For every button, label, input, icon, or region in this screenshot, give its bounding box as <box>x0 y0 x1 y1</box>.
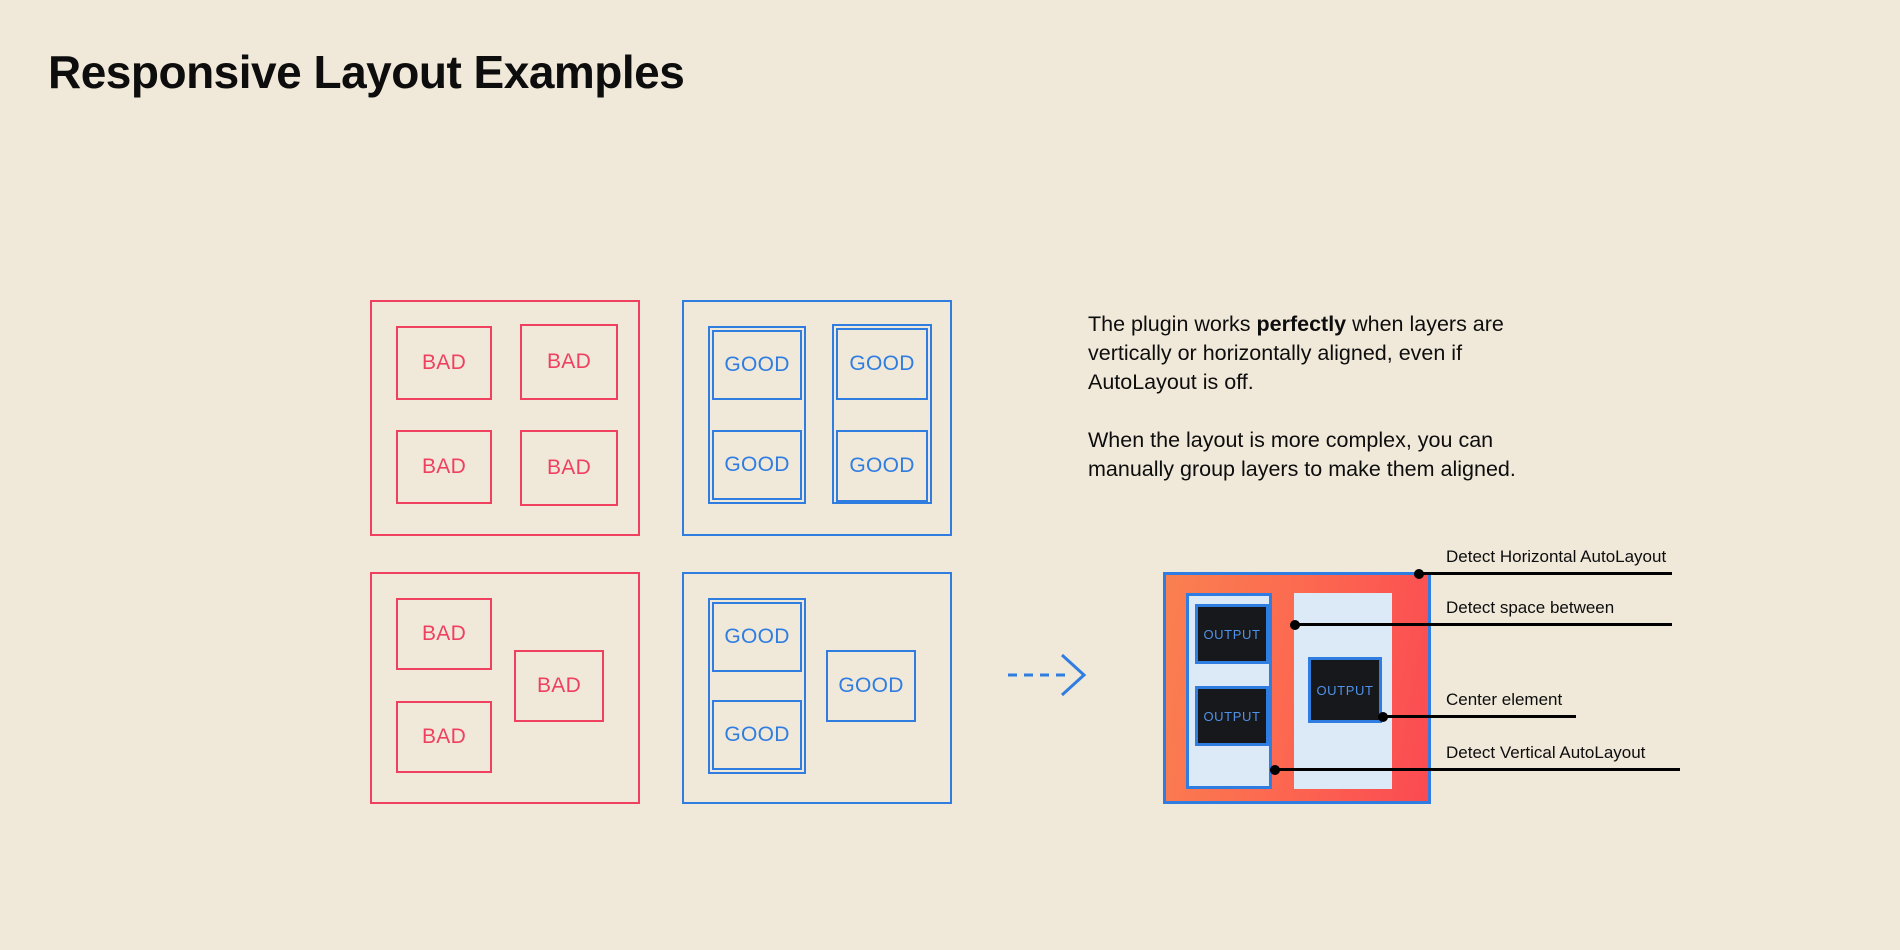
example-cell-bad: BAD <box>514 650 604 722</box>
annotation-leader-line <box>1418 572 1672 575</box>
description-text: The plugin works perfectly when layers a… <box>1088 310 1548 484</box>
annotation-label: Detect space between <box>1446 598 1615 617</box>
annotation-dot <box>1270 764 1280 775</box>
example-cell-bad: BAD <box>520 430 618 506</box>
annotation-leader-line <box>1274 768 1680 771</box>
output-box: OUTPUT <box>1195 604 1269 664</box>
example-panel-bad-complex: BAD BAD BAD <box>370 572 640 804</box>
example-panel-good-complex: GOOD GOOD GOOD <box>682 572 952 804</box>
example-cell-bad: BAD <box>396 598 492 670</box>
layer-group-wrapper <box>708 598 806 774</box>
description-paragraph-2: When the layout is more complex, you can… <box>1088 428 1516 481</box>
example-cell-good: GOOD <box>712 330 802 400</box>
example-cell-bad: BAD <box>396 701 492 773</box>
detected-center-panel: OUTPUT <box>1294 593 1392 789</box>
description-paragraph-1: The plugin works perfectly when layers a… <box>1088 310 1548 397</box>
layer-group-wrapper <box>832 324 932 504</box>
example-cell-good: GOOD <box>712 700 802 770</box>
layer-group-wrapper <box>708 326 806 504</box>
annotation-leader-line <box>1294 623 1672 626</box>
description-p1-part2: when layers are vertically or horizontal… <box>1088 312 1504 394</box>
annotation-label: Detect Vertical AutoLayout <box>1446 743 1646 762</box>
description-p1-part1: The plugin works <box>1088 312 1257 336</box>
annotation-dot <box>1290 619 1300 630</box>
annotation-leader-line <box>1382 715 1576 718</box>
output-diagram: OUTPUT OUTPUT OUTPUT <box>1163 572 1431 804</box>
example-panel-bad-grid: BAD BAD BAD BAD <box>370 300 640 536</box>
output-box: OUTPUT <box>1195 686 1269 746</box>
page-title: Responsive Layout Examples <box>48 46 685 98</box>
annotation-label: Detect Horizontal AutoLayout <box>1446 547 1667 566</box>
annotation-dot <box>1378 711 1388 722</box>
description-p1-emphasis: perfectly <box>1256 312 1347 336</box>
detected-vertical-group: OUTPUT OUTPUT <box>1186 593 1272 789</box>
example-cell-bad: BAD <box>396 430 492 504</box>
example-cell-good: GOOD <box>836 430 928 502</box>
example-panel-good-grid: GOOD GOOD GOOD GOOD <box>682 300 952 536</box>
annotation-label: Center element <box>1446 690 1563 709</box>
example-cell-good: GOOD <box>826 650 916 722</box>
example-cell-good: GOOD <box>712 430 802 500</box>
output-box: OUTPUT <box>1308 657 1382 723</box>
example-cell-bad: BAD <box>396 326 492 400</box>
annotation-dot <box>1414 568 1424 579</box>
paragraph-spacer <box>1088 397 1548 426</box>
example-cell-bad: BAD <box>520 324 618 400</box>
example-cell-good: GOOD <box>712 602 802 672</box>
dashed-arrow-right-icon <box>1008 650 1088 700</box>
example-cell-good: GOOD <box>836 328 928 400</box>
